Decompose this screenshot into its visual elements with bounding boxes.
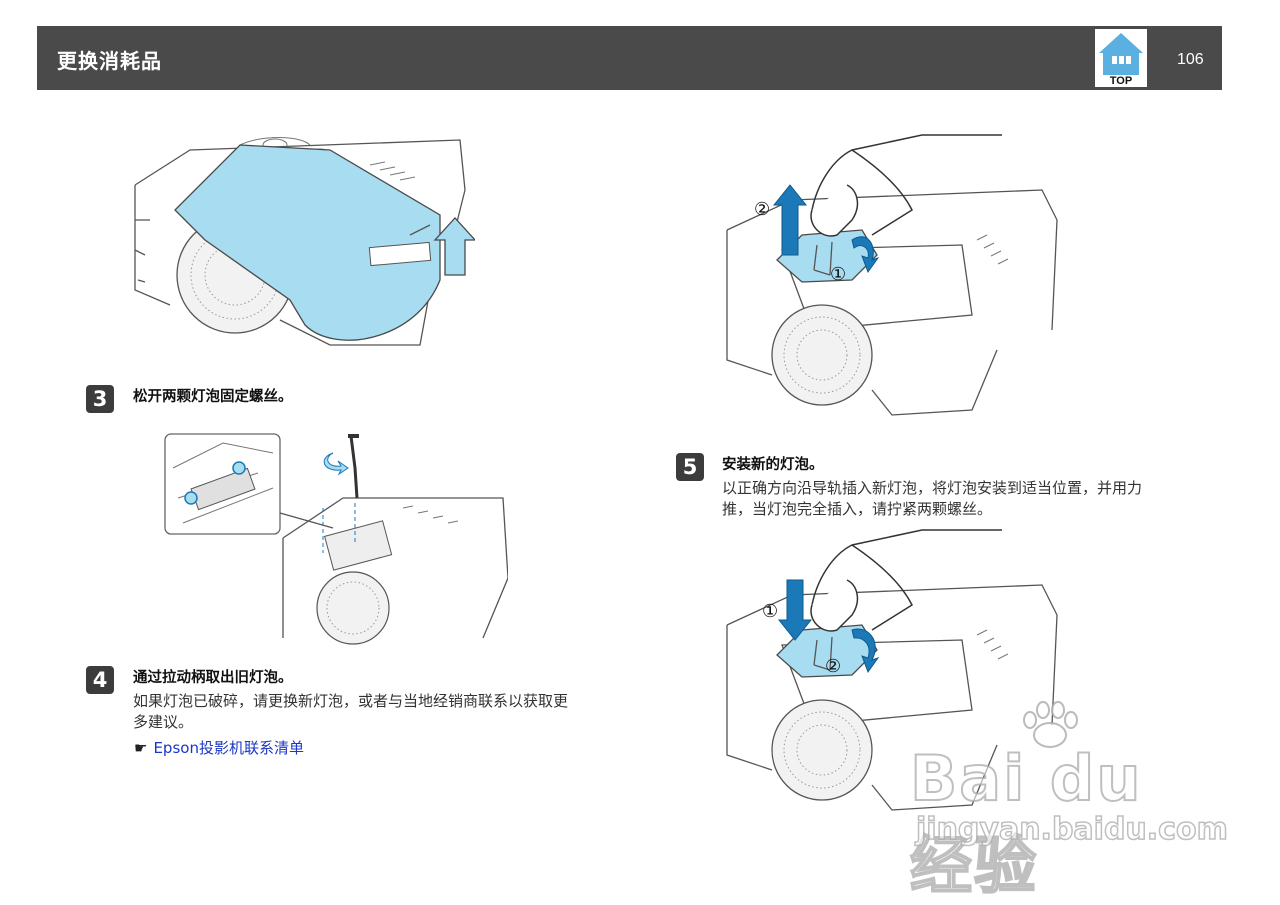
figure-loosen-screws xyxy=(164,433,508,645)
hand-illustration xyxy=(811,134,1002,211)
step-title: 通过拉动柄取出旧灯泡。 xyxy=(133,670,293,686)
home-icon: TOP xyxy=(1095,29,1147,87)
pull-handle-arrow-icon xyxy=(851,236,880,274)
screw-icon xyxy=(184,491,198,505)
step-number-badge: 4 xyxy=(86,666,114,694)
marker-two: ② xyxy=(825,656,841,677)
screwdriver-icon xyxy=(349,435,359,499)
figure-install-lamp: ① ② xyxy=(726,529,1058,811)
step-body-line: 以正确方向沿导轨插入新灯泡，将灯泡安装到适当位置，并用力 xyxy=(722,479,1143,497)
lamp-cover-panel xyxy=(174,144,441,341)
speaker-grille-icon xyxy=(316,571,390,645)
reference-link-row: ☛ Epson投影机联系清单 xyxy=(134,737,304,758)
top-label: TOP xyxy=(1110,75,1132,87)
figure-cover-removal xyxy=(134,137,475,346)
speaker-grille-icon xyxy=(771,304,873,406)
epson-contact-list-link[interactable]: Epson投影机联系清单 xyxy=(153,739,304,757)
top-button[interactable]: TOP xyxy=(1095,29,1147,87)
step-body-line: 如果灯泡已破碎，请更换新灯泡，或者与当地经销商联系以获取更 xyxy=(133,692,569,710)
step-body-line: 推，当灯泡完全插入，请拧紧两颗螺丝。 xyxy=(722,500,993,518)
screw-icon xyxy=(232,461,246,475)
step-number-badge: 3 xyxy=(86,385,114,413)
lamp-unit xyxy=(776,229,878,283)
step-title: 松开两颗灯泡固定螺丝。 xyxy=(133,389,293,405)
speaker-grille-icon xyxy=(771,699,873,801)
step-body-line: 多建议。 xyxy=(133,713,194,731)
press-handle-arrow-icon xyxy=(851,628,880,674)
step-title: 安装新的灯泡。 xyxy=(722,457,824,473)
figure-remove-lamp: ② ① xyxy=(726,134,1058,416)
page-number: 106 xyxy=(1177,51,1204,68)
page-header: 更换消耗品 TOP 106 xyxy=(37,26,1222,90)
lift-arrow-icon xyxy=(433,217,475,276)
page-title: 更换消耗品 xyxy=(57,49,162,73)
push-down-arrow-icon xyxy=(777,579,813,641)
rotate-arrow-icon xyxy=(323,452,349,476)
marker-two: ② xyxy=(754,199,770,220)
marker-one: ① xyxy=(830,264,846,285)
pointing-hand-icon: ☛ xyxy=(134,739,148,757)
lift-arrow-icon xyxy=(772,184,808,256)
step-number-badge: 5 xyxy=(676,453,704,481)
hand-illustration xyxy=(811,529,1002,606)
marker-one: ① xyxy=(762,601,778,622)
